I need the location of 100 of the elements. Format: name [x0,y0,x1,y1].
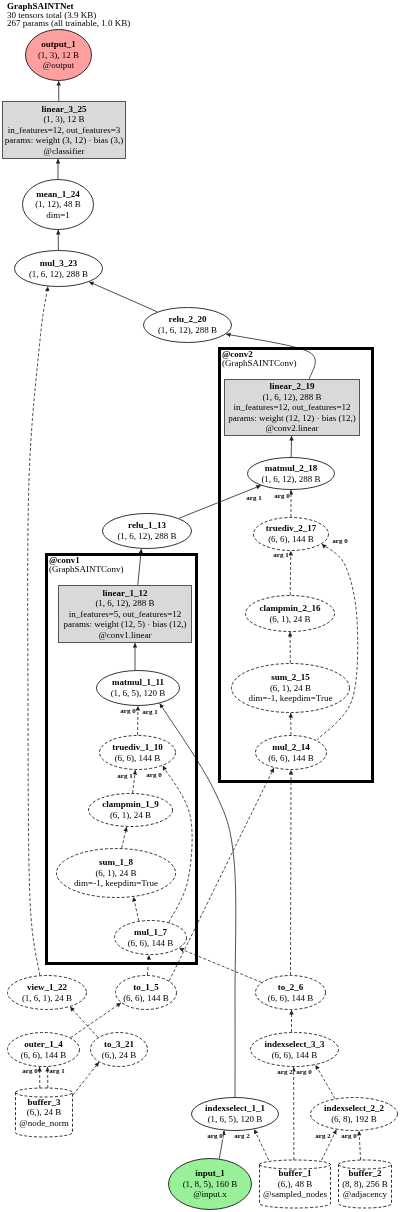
node-name: buffer_3 [27,1096,61,1108]
tensor-size: (1, 6, 12), 288 B [95,598,155,609]
node-name: to_1_5 [133,981,159,993]
diagram-title: GraphSAINTNet [7,2,74,11]
tensor-size: (1, 6, 12), 288 B [157,325,218,336]
operation-ellipse [88,793,173,827]
layer-config: in_features=5, out_features=12 [68,608,182,620]
operation-ellipse [255,975,326,1010]
buffer-cylinder [338,1160,392,1208]
operation-ellipse [310,1097,398,1131]
tensor-size: (6, 6), 144 B [114,752,161,764]
node-name: truediv_2_17 [265,523,317,534]
node-name: to_2_6 [277,981,304,993]
operation-ellipse [102,513,192,549]
node-name: clampmin_1_9 [102,799,159,810]
module-path: @adjacency [342,1189,388,1200]
tensor-size: (6, 6), 144 B [268,534,314,545]
module-name: @conv2 [222,350,253,359]
node-name: relu_2_20 [168,314,207,325]
node-name: truediv_1_10 [112,741,163,753]
tensor-size: (6, 1), 24 B [269,613,311,625]
node-name: linear_3_25 [41,103,87,115]
operation-ellipse [253,517,329,551]
operation-ellipse [250,1032,339,1067]
param-sizes: params: weight (12, 5) · bias (12,) [63,619,187,630]
node-name: mean_1_24 [36,188,80,200]
layer-config: in_features=12, out_features=3 [7,124,121,136]
module-name: @conv1 [49,556,80,565]
operation-ellipse [96,670,180,706]
tensor-size: (1, 6, 12), 288 B [262,391,322,403]
module-class: (GraphSAINTConv) [49,564,124,574]
operation-ellipse [245,595,335,632]
tensor-size: (1, 8, 5), 160 B [182,1178,238,1190]
layer-box [224,379,360,436]
tensor-size: (1, 6, 12), 288 B [261,473,321,485]
node-name: sum_2_15 [271,672,310,683]
node-name: linear_1_12 [102,587,148,599]
operation-ellipse [231,663,350,713]
op-args: dim=1 [46,209,70,221]
buffer-cylinder [15,1088,73,1137]
tensor-size: (1, 6, 5), 120 B [110,688,166,699]
node-name: mul_2_14 [272,741,310,753]
tensor-size: (1, 3), 12 B [43,114,85,125]
node-name: indexselect_2_2 [324,1103,384,1114]
op-args: dim=-1, keepdim=True [248,693,333,704]
summary-text: 30 tensors total (3.9 KB) [7,10,97,19]
param-sizes: params: weight (3, 12) · bias (3,) [4,135,124,146]
module-path: @sampled_nodes [263,1189,327,1200]
module-frame [45,553,198,965]
operation-ellipse [7,1032,80,1067]
tensor-size: (1, 6, 12), 288 B [28,268,89,280]
tensor-size: (6, 6), 144 B [268,752,314,764]
tensor-size: (1, 6, 12), 288 B [117,531,177,542]
tensor-size: (6, 6), 144 B [20,1049,67,1061]
node-name: output_1 [41,39,76,50]
node-name: indexselect_1_1 [205,1103,265,1114]
tensor-size: (6,), 24 B [26,1107,62,1118]
tensor-size: (6,), 48 B [277,1178,313,1190]
module-path: @input.x [193,1189,227,1200]
node-name: relu_1_13 [128,520,166,531]
module-path: @output [42,60,75,71]
node-name: sum_1_8 [99,857,133,868]
tensor-size: (6, 1), 24 B [109,810,152,821]
node-name: linear_2_19 [269,381,315,392]
layer-box [58,585,192,643]
operation-ellipse [7,975,87,1010]
tensor-size: (6, 6), 144 B [271,1049,318,1061]
tensor-size: (1, 12), 48 B [35,199,81,210]
tensor-size: (6,), 24 B [101,1049,137,1061]
tensor-size: (1, 6, 5), 120 B [207,1114,263,1125]
operation-ellipse [90,1032,148,1067]
layer-config: in_features=12, out_features=12 [233,402,351,413]
node-name: mul_1_7 [134,926,167,938]
op-args: dim=-1, keepdim=True [74,878,158,889]
node-name: indexselect_3_3 [264,1038,325,1050]
tensor-size: (6, 1), 24 B [269,682,312,694]
node-name: matmul_2_18 [264,462,318,474]
module-path: @conv2.linear [265,423,319,434]
buffer-cylinder [259,1160,331,1208]
operation-ellipse [143,307,232,343]
tensor-size: (1, 6, 1), 24 B [21,992,73,1004]
node-name: view_1_22 [27,981,67,993]
node-name: outer_1_4 [24,1038,63,1050]
operation-ellipse [56,848,176,898]
operation-ellipse [114,920,187,955]
operation-ellipse [99,735,176,770]
operation-ellipse [14,250,103,287]
layer-box [2,101,126,159]
operation-ellipse [22,179,94,230]
module-path: @node_norm [19,1117,69,1129]
operation-ellipse [247,457,335,490]
tensor-size: (6, 6), 144 B [267,992,314,1004]
output-ellipse [25,29,92,81]
module-path: @classifier [43,145,85,157]
operation-ellipse [255,735,327,770]
node-name: clampmin_2_16 [259,602,321,614]
module-path: @conv1.linear [98,629,152,641]
node-name: mul_3_23 [39,257,78,269]
tensor-size: (6, 1), 24 B [95,867,137,879]
tensor-size: (8, 8), 256 B [342,1178,388,1190]
